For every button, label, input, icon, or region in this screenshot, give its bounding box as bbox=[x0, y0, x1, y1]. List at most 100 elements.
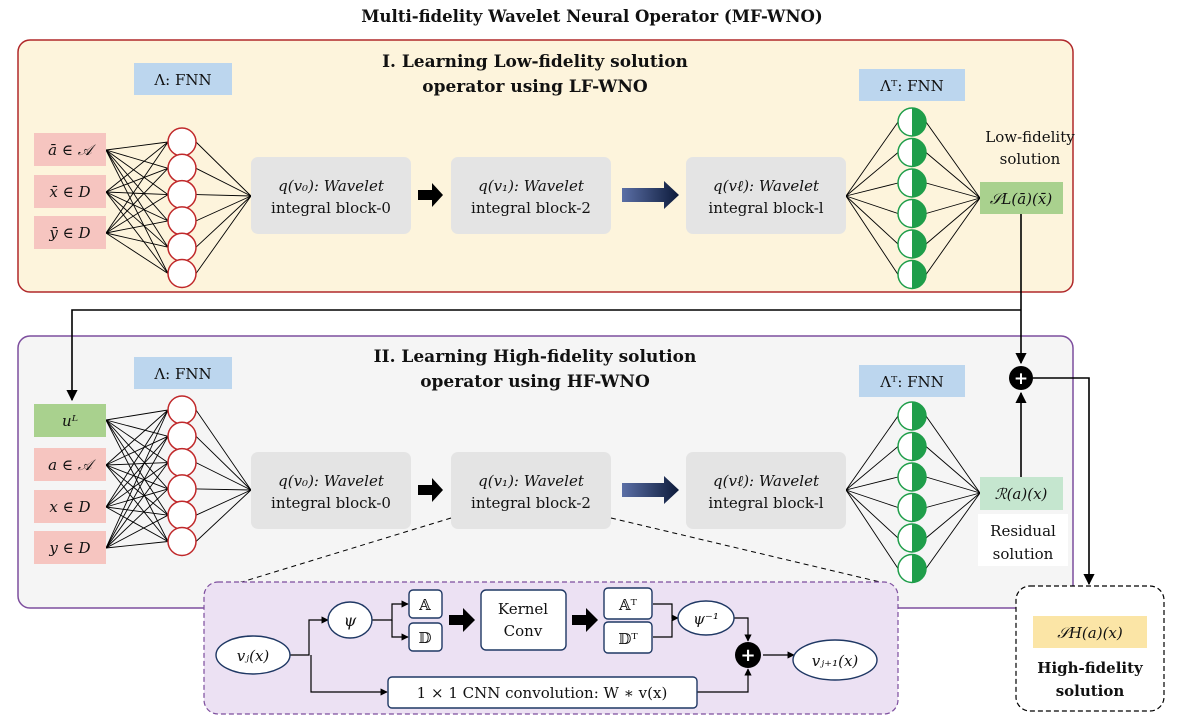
hf-block-l-line1: q(vℓ): Wavelet bbox=[713, 472, 820, 490]
hf-lift-fnn-label: Λ: FNN bbox=[153, 365, 211, 383]
lf-lift-neuron bbox=[167, 206, 197, 236]
hf-lf-input: uᴸ bbox=[62, 412, 78, 430]
detail-sum-plus-icon: + bbox=[740, 645, 755, 666]
lf-proj-neuron-fill bbox=[912, 230, 926, 258]
detail-cnn-box bbox=[387, 676, 698, 709]
lf-lift-connection bbox=[105, 141, 169, 151]
lf-block-1 bbox=[451, 157, 611, 234]
detail-a-box bbox=[408, 589, 443, 619]
detail-input-to-cnn bbox=[310, 655, 388, 696]
lf-lift-connection bbox=[105, 149, 169, 274]
lf-proj-to-output-connection bbox=[925, 182, 981, 199]
lf-lift-connection bbox=[105, 232, 169, 274]
detail-at-label: 𝔸ᵀ bbox=[618, 596, 638, 614]
hf-lift-connection bbox=[105, 435, 169, 466]
hf-proj-fnn-label: Λᵀ: FNN bbox=[879, 373, 944, 391]
detail-a-label: 𝔸 bbox=[418, 596, 431, 614]
hf-lift-connection bbox=[105, 409, 169, 466]
hf-lift-fnn-box bbox=[134, 357, 232, 389]
lf-lift-connection bbox=[105, 194, 169, 234]
hf-residual-box bbox=[980, 477, 1063, 510]
lf-lift-connection bbox=[105, 141, 169, 234]
lf-block-to-proj-connection bbox=[845, 195, 899, 245]
hf-proj-neuron-fill bbox=[912, 432, 927, 461]
lf-lift-to-block-connection bbox=[195, 167, 252, 197]
hf-input-a: a ∈ 𝒜 bbox=[48, 456, 97, 474]
lf-proj-neuron-fill bbox=[912, 199, 926, 228]
hf-proj-neuron-fill bbox=[912, 554, 927, 583]
lf-lift-connection bbox=[105, 149, 169, 222]
hf-lift-neuron bbox=[167, 395, 197, 425]
lf-lift-connection bbox=[105, 167, 169, 193]
detail-at-to-inv bbox=[653, 603, 679, 622]
lf-panel-title-line1: I. Learning Low-fidelity solution bbox=[382, 52, 688, 72]
detail-inverse-node bbox=[677, 600, 735, 636]
hf-input-x: x ∈ D bbox=[49, 498, 90, 516]
hf-residual-caption-bg bbox=[978, 514, 1068, 566]
hf-lift-to-block-connection bbox=[195, 488, 252, 491]
detail-dt-to-inv bbox=[653, 620, 673, 638]
lf-arrow-block0-block1 bbox=[418, 183, 443, 207]
lf-lift-to-block-connection bbox=[195, 195, 252, 248]
hf-lift-to-block-connection bbox=[195, 462, 252, 491]
hf-block-to-proj-connection bbox=[845, 489, 899, 508]
detail-cnn-label: 1 × 1 CNN convolution: W ∗ v(x) bbox=[417, 684, 668, 702]
detail-kernel-line1: Kernel bbox=[498, 600, 548, 618]
lf-lift-connection bbox=[105, 167, 169, 234]
lf-block-to-proj-connection bbox=[845, 182, 899, 197]
hf-proj-to-output-connection bbox=[925, 446, 981, 494]
hf-residual-caption-line1: Residual bbox=[990, 522, 1056, 540]
lf-block-l-line2: integral block-l bbox=[708, 199, 823, 217]
sum-node-plus-icon: + bbox=[1014, 369, 1028, 389]
hf-proj-to-output-connection bbox=[925, 476, 981, 494]
detail-input-to-psi bbox=[290, 616, 329, 656]
hf-proj-fnn-box bbox=[859, 365, 965, 397]
hf-block-to-proj-connection bbox=[845, 446, 899, 491]
hf-proj-to-output-connection bbox=[925, 492, 981, 569]
detail-output-label: vⱼ₊₁(x) bbox=[812, 652, 859, 670]
detail-at-box bbox=[603, 587, 653, 620]
lf-block-to-proj-connection bbox=[845, 121, 899, 197]
hf-lift-connection bbox=[105, 488, 169, 549]
detail-output-node bbox=[792, 639, 878, 681]
lf-output-to-hf-input-arrow bbox=[66, 309, 1021, 402]
lf-proj-neuron-fill bbox=[912, 138, 927, 167]
lf-lift-to-block-connection bbox=[195, 194, 252, 197]
lf-input-y-box bbox=[34, 216, 106, 249]
hf-lift-connection bbox=[105, 409, 169, 508]
final-output-label: 𝒮H(a)(x) bbox=[1057, 624, 1123, 642]
hf-block-to-proj-connection bbox=[845, 476, 899, 491]
lf-lift-neuron bbox=[167, 258, 197, 289]
lf-proj-to-output-connection bbox=[925, 152, 981, 199]
lf-output-box bbox=[980, 182, 1063, 214]
lf-lift-neuron bbox=[167, 232, 197, 262]
hf-lift-to-block-connection bbox=[195, 489, 252, 516]
lf-block-0-line1: q(v₀): Wavelet bbox=[278, 177, 385, 195]
lf-proj-to-output-connection bbox=[925, 197, 981, 245]
detail-dt-box bbox=[603, 621, 653, 654]
lf-block-l bbox=[686, 157, 846, 234]
final-caption-line2: solution bbox=[1056, 682, 1125, 700]
lf-proj-to-output-connection bbox=[925, 197, 981, 275]
lf-proj-to-output-connection bbox=[925, 197, 981, 214]
hf-panel-title-line2: operator using HF-WNO bbox=[420, 372, 650, 392]
lf-block-l-line1: q(vℓ): Wavelet bbox=[713, 177, 820, 195]
lf-lift-connection bbox=[105, 149, 169, 195]
hf-lift-connection bbox=[105, 419, 169, 542]
hf-lift-connection bbox=[105, 464, 169, 516]
detail-sum-node bbox=[735, 642, 761, 668]
hf-block-to-proj-connection bbox=[845, 489, 899, 569]
hf-input-a-box bbox=[34, 448, 106, 481]
hf-input-x-box bbox=[34, 490, 106, 523]
detail-input-node bbox=[215, 635, 291, 675]
hf-lift-connection bbox=[105, 506, 169, 516]
detail-cnn-to-sum bbox=[697, 668, 752, 693]
lf-lift-connection bbox=[105, 220, 169, 234]
hf-lift-connection bbox=[105, 464, 169, 542]
lf-proj-to-output-connection bbox=[925, 121, 981, 199]
hf-lift-connection bbox=[105, 488, 169, 508]
hf-proj-to-output-connection bbox=[925, 492, 981, 508]
hf-arrow-block0-block1 bbox=[418, 478, 443, 502]
lf-lift-neuron bbox=[167, 153, 197, 184]
